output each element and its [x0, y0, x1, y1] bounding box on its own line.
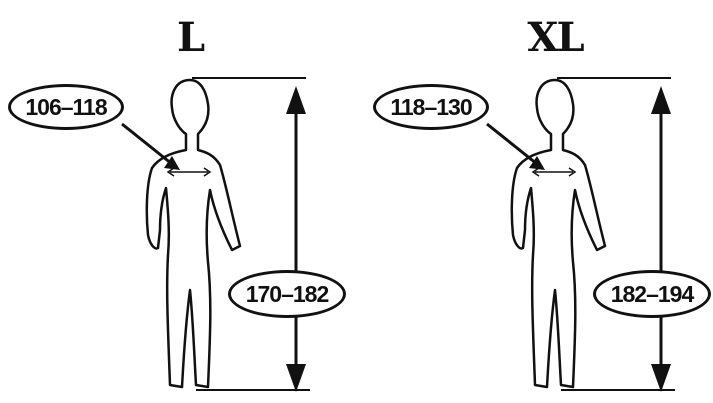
size-label: L — [160, 14, 220, 61]
chest-range-label: 118–130 — [373, 84, 489, 130]
chest-range-label: 106–118 — [8, 84, 124, 130]
size-label: XL — [525, 14, 585, 61]
height-range-label: 170–182 — [228, 270, 346, 318]
size-panel-l: L 106–118 170–182 — [0, 0, 356, 403]
height-range-label: 182–194 — [593, 270, 711, 318]
size-panel-xl: XL 118–130 182–194 — [365, 0, 713, 403]
